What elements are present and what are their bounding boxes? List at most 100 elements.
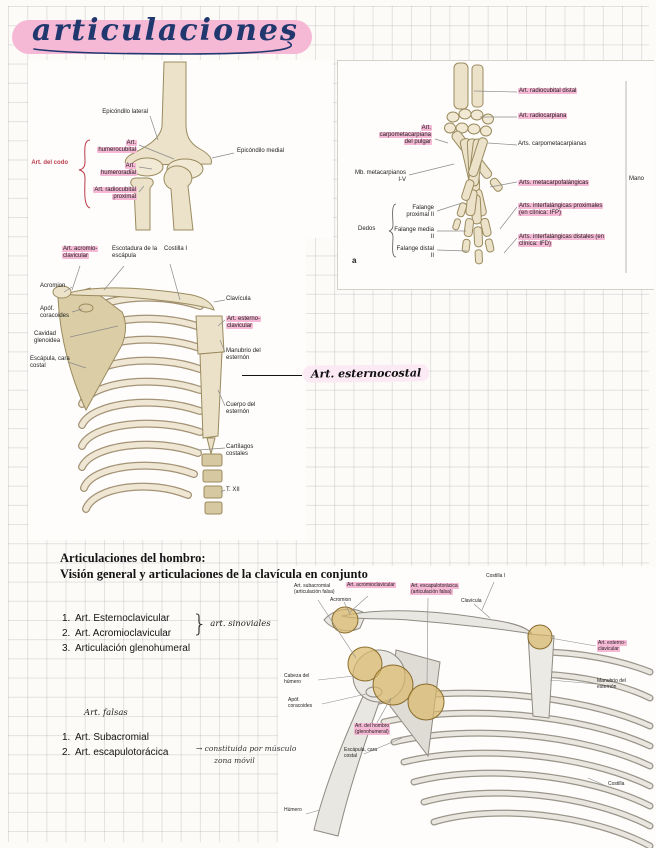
list-item-number: 1.: [62, 613, 71, 624]
hand-leader-lines: [408, 81, 627, 273]
clavicle: [341, 610, 534, 635]
figure-letter-a: a: [352, 256, 357, 265]
humerus-shaft: [313, 693, 381, 837]
label-fig-art-hombro: Art. del hombro (glenohumeral): [354, 723, 398, 736]
elbow-leader-lines: [138, 115, 235, 193]
label-mb-metacarpianos: Mb. metacarpianos I-V: [354, 170, 406, 184]
hand-figure: [337, 60, 654, 290]
list-item: 1. Art. Subacromial: [62, 730, 168, 745]
manubrium: [195, 315, 225, 355]
label-fig-subacromial: Art. subacromial (articulación falsa): [294, 583, 335, 595]
label-cavidad-glenoidea: Cavidad glenoidea: [34, 331, 61, 345]
handwritten-note-sinoviales: } art. sinoviales: [192, 612, 271, 636]
title-highlight: [12, 20, 312, 54]
carpal-bones: [444, 108, 494, 137]
humerus: [124, 61, 212, 166]
label-arts-interfalangicas-proximales: Arts. interfalángicas proximales (en clí…: [518, 203, 610, 217]
vertebrae: [201, 453, 223, 515]
elbow-brace: [78, 139, 91, 209]
list-item-text: Articulación glenohumeral: [75, 643, 191, 654]
label-t12: T. XII: [226, 487, 240, 493]
label-art-radiocubital-distal-text: Art. radiocubital distal: [518, 88, 578, 94]
clavicle: [64, 287, 215, 311]
list-item-text: Art. Acromioclavicular: [75, 628, 172, 639]
acromion: [52, 285, 72, 299]
list-item-text: Art. Subacromial: [75, 732, 149, 743]
shoulder-leader-lines: [305, 581, 607, 815]
label-art-humerocubital-text: Art. humerocubital: [97, 140, 137, 154]
acromioclavicular-joint-circle: [331, 606, 359, 634]
handwritten-note-falsas: Art. falsas: [84, 708, 128, 718]
label-arts-carpometacarpianas: Arts. carpometacarpianas: [518, 141, 587, 147]
label-epicondilo-medial: Epicóndilo medial: [237, 148, 285, 154]
elbow-figure: [28, 60, 333, 238]
label-arts-interfalangicas-distales-text: Arts. interfalángicas distales (en clíni…: [518, 234, 606, 248]
label-fig-manubrio: Manubrio del esternón: [597, 678, 626, 690]
xiphoid: [206, 437, 216, 455]
list-item-number: 1.: [62, 732, 71, 743]
label-cartilagos-costales: Cartílagos costales: [226, 444, 254, 458]
shoulder-joints-list-1: 1. Art. Esternoclavicular 2. Art. Acromioc…: [62, 611, 190, 656]
little-finger: [452, 137, 488, 231]
label-fig-esternoclavicular-text: Art. esterno-clavicular: [597, 640, 627, 652]
list-item: 3.Articulación glenohumeral: [62, 641, 190, 656]
list-item-number: 2.: [62, 747, 71, 758]
list-item-number: 2.: [62, 628, 71, 639]
sternoclavicular-joint-circle: [527, 624, 553, 650]
label-arts-interfalangicas-distales: Arts. interfalángicas distales (en clíni…: [518, 234, 610, 248]
label-art-humeroradial-text: Art. humeroradial: [99, 163, 137, 177]
label-torax-esternoclavicular: Art. esterno-clavicular: [226, 316, 272, 330]
label-fig-costilla-1: Costilla I: [486, 573, 506, 579]
label-art-radiocubital-proximal: Art. radiocubital proximal: [89, 187, 137, 201]
label-fig-humero: Húmero: [284, 807, 302, 813]
label-art-humeroradial: Art. humeroradial: [89, 163, 137, 177]
label-torax-esternoclavicular-text: Art. esterno-clavicular: [226, 316, 262, 330]
label-falange-distal: Falange distal II: [396, 246, 434, 260]
label-art-humerocubital: Art. humerocubital: [89, 140, 137, 154]
hand-illustration: [388, 62, 627, 273]
label-fig-cabeza-humero: Cabeza del húmero: [284, 673, 310, 685]
thorax-illustration: [52, 263, 226, 515]
label-fig-acromioclavicular: Art. acromioclavicular: [346, 582, 396, 589]
label-fig-apof-coracoides: Apóf. coracoides: [288, 697, 313, 709]
label-art-carpometacarpiana-pulgar-text: Art. carpometacarpiana del pulgar: [378, 125, 432, 146]
section-heading-2: Visión general y articulaciones de la cl…: [60, 567, 368, 581]
label-escotadura: Escotadura de la escápula: [112, 246, 158, 260]
label-falange-media: Falange media II: [394, 227, 434, 241]
list-item-text: Art. escapulotorácica: [75, 747, 169, 758]
title-underline-flourish: [33, 41, 292, 55]
label-clavicula: Clavícula: [226, 296, 251, 302]
thorax-figure: [28, 238, 306, 540]
label-art-radiocubital-distal: Art. radiocubital distal: [518, 88, 610, 95]
label-art-del-codo: Art. del codo: [31, 160, 68, 166]
escapulotoracica-joint-circle: [407, 683, 445, 721]
sternum-body: [199, 351, 223, 439]
handwritten-sinoviales-text: art. sinoviales: [210, 619, 271, 629]
list-item-text: Art. Esternoclavicular: [75, 613, 170, 624]
label-dedos: Dedos: [358, 226, 376, 232]
label-arts-metacarpofalangicas-text: Arts. metacarpofalángicas: [518, 180, 590, 186]
coracoid-process: [78, 303, 94, 313]
label-fig-costilla: Costilla: [608, 781, 625, 787]
shoulder-girdle-bones: [52, 285, 225, 455]
radius: [453, 62, 469, 110]
handwritten-note-esternocostal: Art. esternocostal: [302, 364, 430, 383]
brace-glyph: }: [192, 610, 208, 638]
scapula: [57, 287, 126, 412]
label-fig-art-hombro-text: Art. del hombro (glenohumeral): [354, 723, 391, 735]
label-fig-escapulotoracica-text: Art. escapulotorácica (articulación fals…: [410, 583, 459, 595]
label-arts-metacarpofalangicas: Arts. metacarpofalángicas: [518, 180, 610, 187]
label-fig-esternoclavicular: Art. esterno-clavicular: [597, 640, 639, 653]
label-art-radiocarpiana: Art. radiocarpiana: [518, 113, 610, 120]
label-escapula-cara-costal: Escápula, cara costal: [30, 356, 70, 370]
page-title: articulaciones: [32, 13, 299, 48]
radius: [130, 177, 154, 231]
list-item: 1. Art. Esternoclavicular: [62, 611, 190, 626]
label-torax-acromioclavicular: Art. acromio-clavicular: [62, 246, 108, 260]
label-epicondilo-lateral: Epicóndilo lateral: [102, 109, 148, 115]
label-art-carpometacarpiana-pulgar: Art. carpometacarpiana del pulgar: [376, 125, 432, 146]
subacromial-joint-circle: [347, 646, 383, 682]
elbow-illustration: [78, 61, 235, 231]
list-item: 2. Art. escapulotorácica: [62, 745, 168, 760]
